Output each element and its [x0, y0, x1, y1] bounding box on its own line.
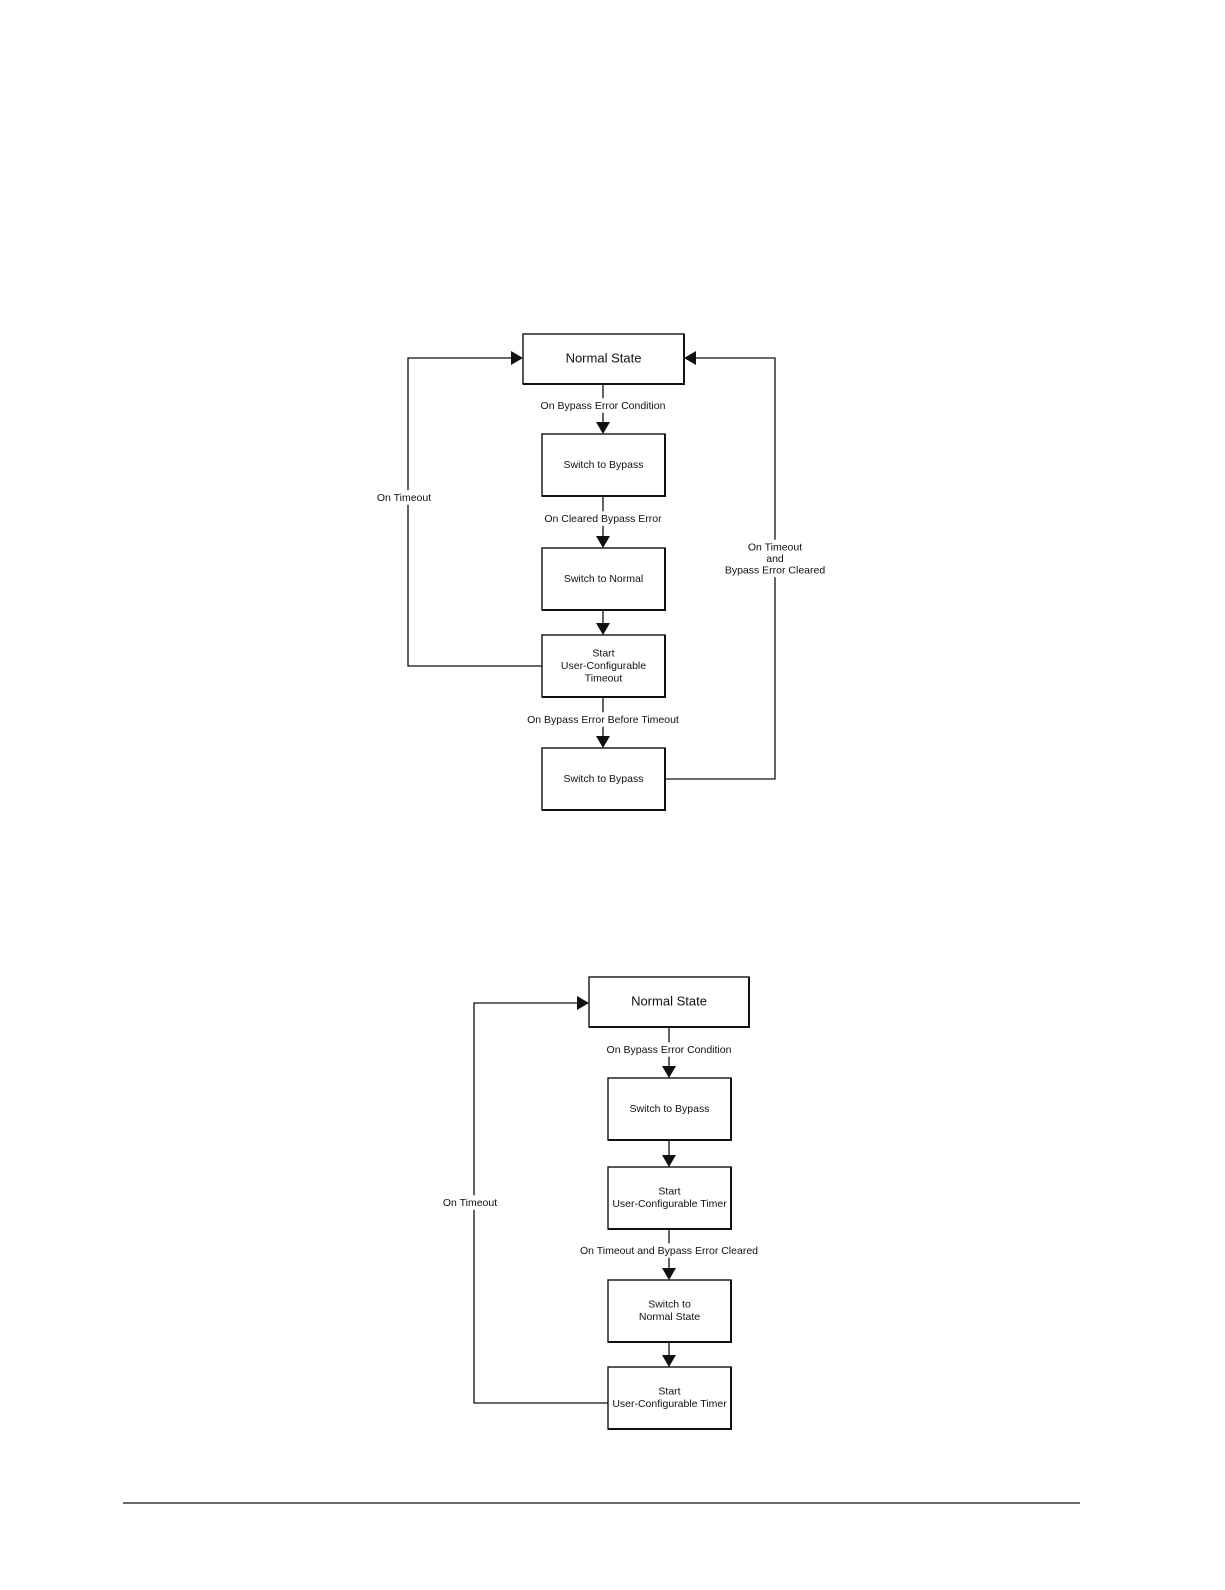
node-box	[607, 1077, 732, 1141]
edge-label-background	[562, 1243, 776, 1258]
edge-e2	[662, 1140, 676, 1167]
node-box-shadow	[542, 434, 666, 497]
node-box-shadow	[608, 1280, 732, 1343]
node-box-shadow	[608, 1078, 732, 1141]
node-label: Start	[592, 647, 614, 659]
node-label: Normal State	[566, 350, 642, 365]
arrowhead	[662, 1268, 676, 1280]
edge-e1: On Bypass Error Condition	[592, 1027, 746, 1078]
node-label: Timeout	[585, 672, 623, 684]
arrowhead	[684, 351, 696, 365]
node-box	[541, 747, 666, 811]
edge-label: On Bypass Error Condition	[607, 1044, 732, 1056]
edge-label-background	[511, 712, 695, 727]
edge-label-background	[371, 490, 437, 505]
node-box-shadow	[608, 1367, 732, 1430]
node-label: Switch to Bypass	[564, 773, 644, 785]
arrowhead	[577, 996, 589, 1010]
edge-e4: On Bypass Error Before Timeout	[511, 697, 695, 748]
node-box	[541, 634, 666, 698]
node-label: Normal State	[631, 993, 707, 1008]
node-box	[607, 1279, 732, 1343]
edge-label-background	[526, 398, 680, 413]
node-box-shadow	[523, 334, 685, 385]
arrowhead	[596, 536, 610, 548]
edge-label: On Bypass Error Before Timeout	[527, 714, 679, 726]
edge-label: On Timeout	[377, 492, 431, 504]
arrowhead	[662, 1155, 676, 1167]
flowchart-1: On Bypass Error Condition On Cleared Bypa…	[371, 333, 837, 811]
arrowhead	[662, 1066, 676, 1078]
node-label: Switch to Normal	[564, 573, 643, 585]
node-bypass: Switch to Bypass	[607, 1077, 732, 1141]
node-label: Start	[658, 1186, 680, 1198]
flowchart-2: On Bypass Error Condition On Timeout and …	[437, 976, 776, 1430]
node-label: Switch to	[648, 1299, 691, 1311]
edge-e1: On Bypass Error Condition	[526, 384, 680, 434]
arrowhead	[662, 1355, 676, 1367]
node-box-shadow	[589, 977, 750, 1028]
node-normal: Normal State	[522, 333, 685, 385]
node-box	[588, 976, 750, 1028]
node-box-shadow	[542, 748, 666, 811]
edge-e2: On Cleared Bypass Error	[532, 496, 674, 548]
edge-e5: On Timeout	[437, 996, 608, 1404]
edge-e5: On Timeout	[371, 351, 542, 667]
arrowhead	[596, 736, 610, 748]
arrowhead	[596, 422, 610, 434]
edge-label-background	[592, 1042, 746, 1057]
arrowhead	[596, 623, 610, 635]
node-box-shadow	[608, 1167, 732, 1230]
edge-label: On Timeout and Bypass Error Cleared	[580, 1245, 758, 1257]
node-normal: Normal State	[588, 976, 750, 1028]
edge-e3	[596, 610, 610, 635]
edge-label: Bypass Error Cleared	[725, 564, 826, 576]
edge-label-background	[437, 1195, 503, 1210]
node-box	[607, 1366, 732, 1430]
edge-label-background	[532, 511, 674, 526]
node-box	[522, 333, 685, 385]
edge-label: On Bypass Error Condition	[541, 400, 666, 412]
node-tonormal: Switch to Normal	[541, 547, 666, 611]
edge-label: On Cleared Bypass Error	[544, 513, 662, 525]
node-label: User-Configurable	[561, 660, 646, 672]
edge-e3: On Timeout and Bypass Error Cleared	[562, 1229, 776, 1280]
node-bypass2: Switch to Bypass	[541, 747, 666, 811]
node-label: User-Configurable Timer	[612, 1398, 727, 1410]
node-box-shadow	[542, 635, 666, 698]
node-label: Switch to Bypass	[564, 459, 644, 471]
edge-label: On Timeout	[443, 1197, 497, 1209]
edge-line	[407, 357, 542, 667]
node-label: Normal State	[639, 1311, 700, 1323]
node-label: Start	[658, 1386, 680, 1398]
node-label: User-Configurable Timer	[612, 1198, 727, 1210]
node-box-shadow	[542, 548, 666, 611]
edge-label-background	[713, 539, 837, 578]
node-label: Switch to Bypass	[630, 1103, 710, 1115]
edge-label: and	[766, 553, 784, 565]
node-bypass1: Switch to Bypass	[541, 433, 666, 497]
edge-e4	[662, 1342, 676, 1367]
arrowhead	[511, 351, 523, 365]
edge-label: On Timeout	[748, 541, 802, 553]
